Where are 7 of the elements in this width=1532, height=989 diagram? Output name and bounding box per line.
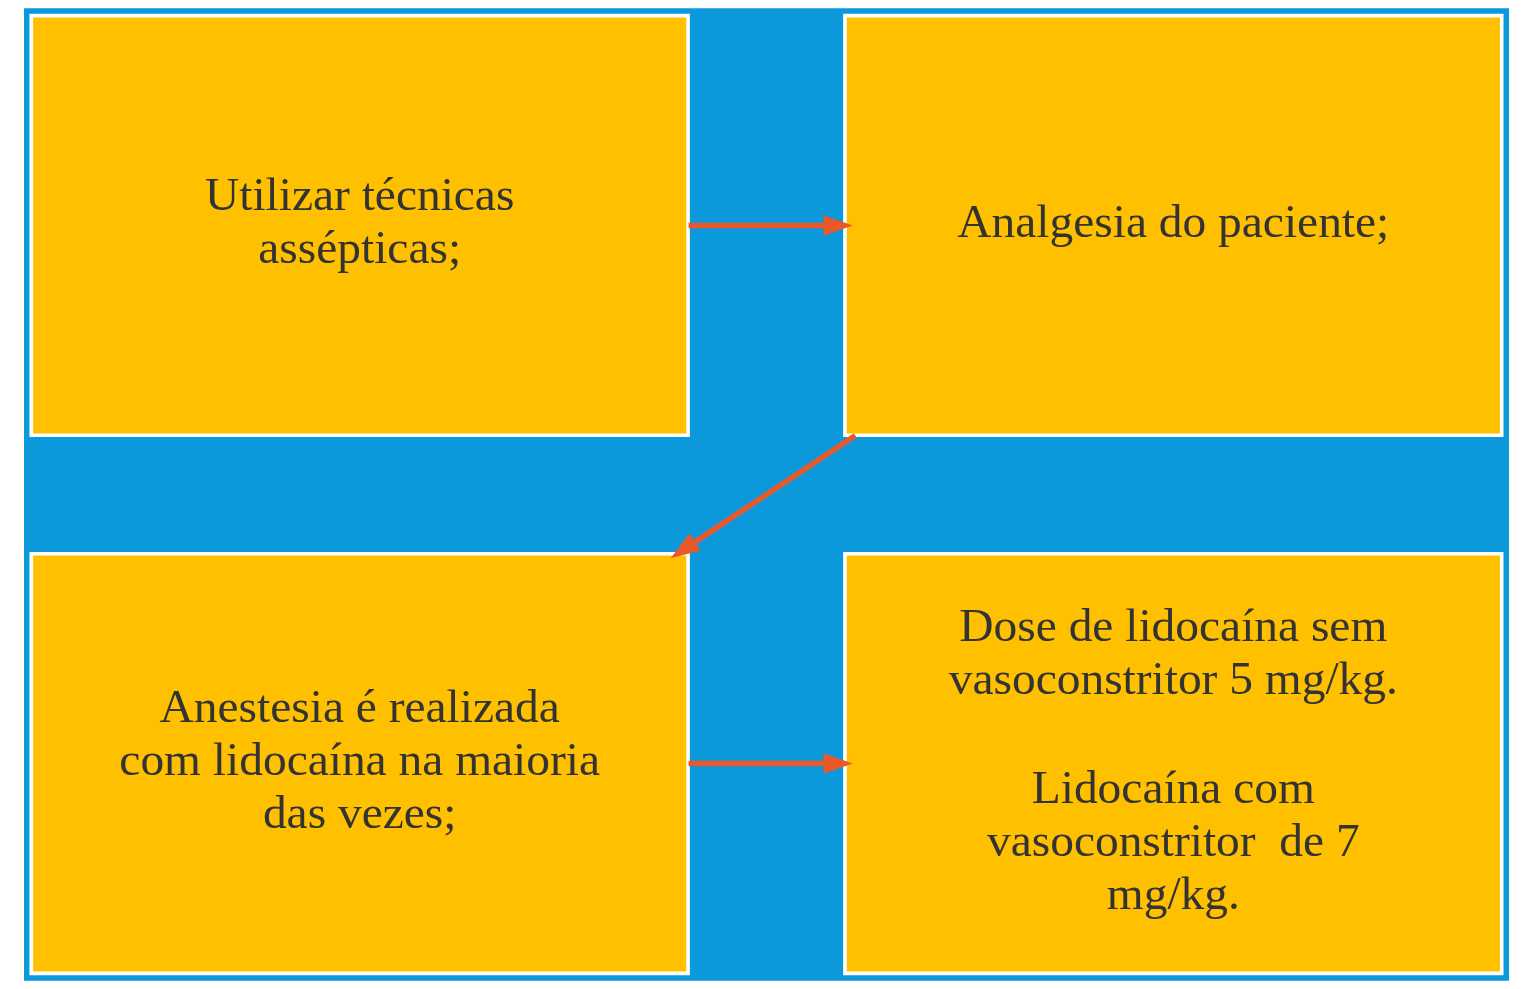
arrow bbox=[670, 433, 857, 559]
node-box: Utilizar técnicas assépticas; bbox=[28, 13, 690, 438]
node-box: Analgesia do paciente; bbox=[842, 13, 1504, 438]
arrow bbox=[688, 215, 853, 236]
arrow bbox=[688, 753, 853, 774]
node-box: Dose de lidocaína sem vasoconstritor 5 mg/kg. Lidocaína com vasoconstritor de 7 mg/kg. bbox=[842, 551, 1504, 976]
node-box: Anestesia é realizada com lidocaína na maioria das vezes; bbox=[28, 551, 690, 976]
